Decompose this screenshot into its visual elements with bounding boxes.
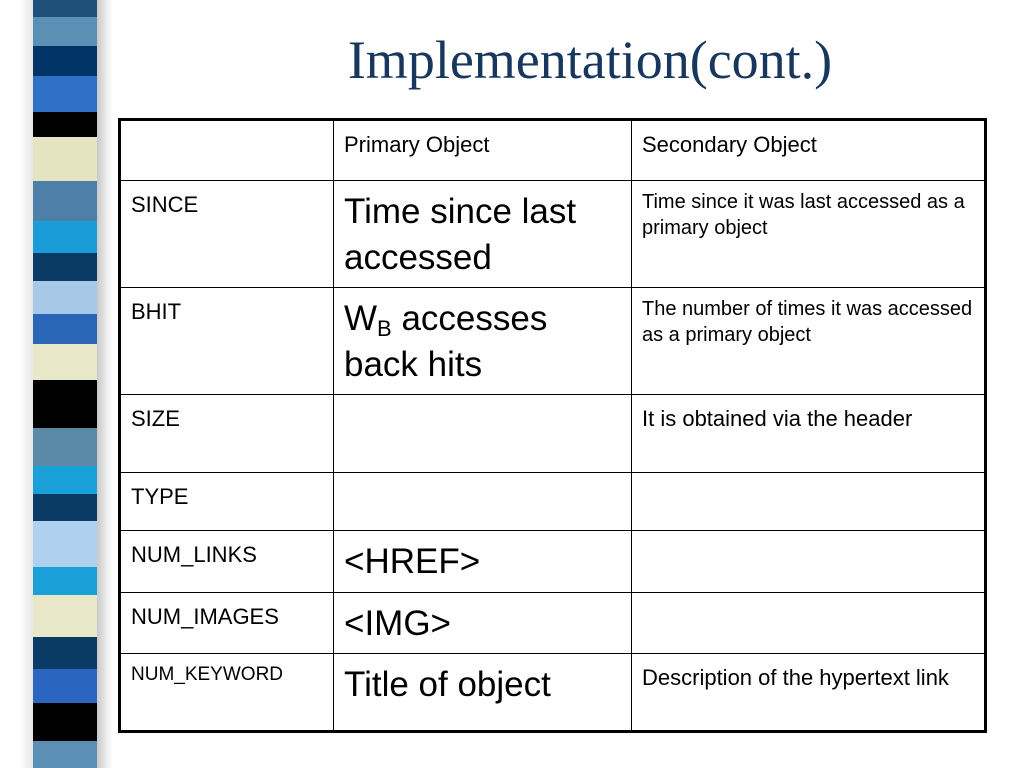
stripe-segment bbox=[33, 281, 97, 314]
stripe-segment bbox=[33, 180, 97, 221]
row-label: TYPE bbox=[119, 472, 334, 531]
primary-cell: <HREF> bbox=[333, 530, 632, 593]
header-cell-secondary-object: Secondary Object bbox=[631, 119, 986, 181]
primary-cell-main: W bbox=[344, 299, 378, 338]
secondary-cell: The number of times it was accessed as a… bbox=[631, 287, 986, 395]
stripe-segment bbox=[33, 494, 97, 521]
row-label: BHIT bbox=[119, 287, 334, 395]
row-label: SIZE bbox=[119, 394, 334, 473]
header-cell-empty bbox=[119, 119, 334, 181]
stripe-segment bbox=[33, 703, 97, 742]
stripe-segment bbox=[33, 220, 97, 253]
stripe-segment bbox=[33, 427, 97, 466]
stripe-segment bbox=[33, 380, 97, 428]
secondary-cell: Description of the hypertext link bbox=[631, 653, 986, 732]
table-row: NUM_KEYWORD Title of object Description … bbox=[119, 653, 986, 732]
stripe-segment bbox=[33, 17, 97, 46]
row-label: SINCE bbox=[119, 180, 334, 288]
primary-cell bbox=[333, 472, 632, 531]
stripe-shadow bbox=[97, 0, 113, 768]
table-row: TYPE bbox=[119, 472, 986, 531]
stripe-segment bbox=[33, 252, 97, 282]
stripe-segment bbox=[33, 45, 97, 77]
stripe-segment bbox=[33, 76, 97, 113]
primary-cell bbox=[333, 394, 632, 473]
primary-cell: <IMG> bbox=[333, 592, 632, 654]
stripe-segment bbox=[33, 566, 97, 596]
table-row: SINCE Time since last accessed Time sinc… bbox=[119, 180, 986, 288]
stripe-segment bbox=[33, 344, 97, 381]
stripe-segment bbox=[33, 313, 97, 345]
secondary-cell bbox=[631, 472, 986, 531]
primary-cell: Time since last accessed bbox=[333, 180, 632, 288]
primary-cell-subscript: B bbox=[377, 316, 392, 341]
stripe-segment bbox=[33, 669, 97, 704]
row-label: NUM_IMAGES bbox=[119, 592, 334, 654]
stripe-segment bbox=[33, 465, 97, 495]
row-label: NUM_KEYWORD bbox=[119, 653, 334, 732]
stripe-segment bbox=[33, 136, 97, 181]
table-row: SIZE It is obtained via the header bbox=[119, 394, 986, 473]
table-row: NUM_IMAGES <IMG> bbox=[119, 592, 986, 654]
stripe-segment bbox=[33, 741, 97, 768]
table-row: BHIT WB accesses back hits The number of… bbox=[119, 287, 986, 395]
table-header-row: Primary Object Secondary Object bbox=[119, 119, 986, 181]
decorative-stripe-bar bbox=[33, 0, 97, 768]
secondary-cell bbox=[631, 530, 986, 593]
stripe-segment bbox=[33, 0, 97, 18]
secondary-cell bbox=[631, 592, 986, 654]
primary-cell-rest: accesses back hits bbox=[344, 299, 548, 384]
row-label: NUM_LINKS bbox=[119, 530, 334, 593]
slide-title: Implementation(cont.) bbox=[347, 30, 833, 90]
primary-cell: Title of object bbox=[333, 653, 632, 732]
secondary-cell: Time since it was last accessed as a pri… bbox=[631, 180, 986, 288]
stripe-segment bbox=[33, 520, 97, 567]
attributes-table: Primary Object Secondary Object SINCE Ti… bbox=[118, 118, 987, 733]
header-cell-primary-object: Primary Object bbox=[333, 119, 632, 181]
table-row: NUM_LINKS <HREF> bbox=[119, 530, 986, 593]
primary-cell: WB accesses back hits bbox=[333, 287, 632, 395]
stripe-shadow-left bbox=[20, 0, 33, 768]
secondary-cell: It is obtained via the header bbox=[631, 394, 986, 473]
stripe-segment bbox=[33, 112, 97, 137]
stripe-segment bbox=[33, 595, 97, 637]
stripe-segment bbox=[33, 636, 97, 670]
